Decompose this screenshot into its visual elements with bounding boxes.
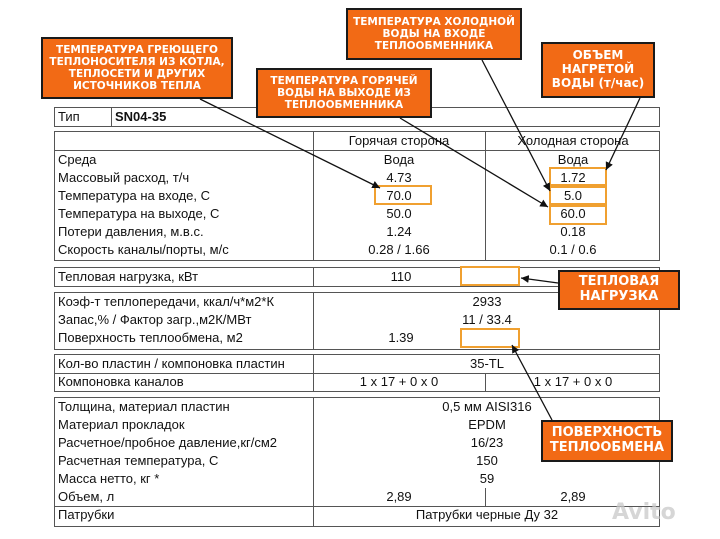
watermark: Avito [612, 500, 676, 525]
row-cold-value: 60.0 [560, 206, 586, 221]
nozzles-label: Патрубки [58, 507, 115, 522]
row-cold-value: 1.72 [560, 170, 586, 185]
load-label: Тепловая нагрузка, кВт [58, 269, 199, 284]
row-value: 150 [476, 453, 498, 468]
surface-value: 1.39 [388, 330, 414, 345]
row-label: Расчетная температура, С [58, 453, 219, 468]
highlight-load [460, 266, 520, 286]
row-cold-value: 0.1 / 0.6 [549, 242, 597, 257]
hot-side-header: Горячая сторона [348, 133, 450, 148]
row-label: Температура на входе, С [58, 188, 211, 203]
channels-cold: 1 x 17 + 0 x 0 [533, 374, 613, 389]
callout-heating-temp: ТЕМПЕРАТУРА ГРЕЮЩЕГО ТЕПЛОНОСИТЕЛЯ ИЗ КО… [41, 37, 233, 99]
volume-label: Объем, л [58, 489, 115, 504]
plates-label: Кол-во пластин / компоновка пластин [58, 356, 285, 371]
type-label: Тип [58, 109, 80, 124]
row-label: Массовый расход, т/ч [58, 170, 190, 185]
row-hot-value: Вода [383, 152, 415, 167]
channels-label: Компоновка каналов [58, 374, 184, 389]
volume-hot: 2,89 [386, 489, 412, 504]
row-label: Среда [58, 152, 97, 167]
row-value: 16/23 [470, 435, 504, 450]
row-label: Температура на выходе, С [58, 206, 220, 221]
row-hot-value: 0.28 / 1.66 [368, 242, 430, 257]
row-value: 2933 [472, 294, 502, 309]
row-value: 59 [479, 471, 495, 486]
callout-volume: ОБЪЕМ НАГРЕТОЙ ВОДЫ (т/час) [541, 42, 655, 98]
load-value: 110 [390, 269, 412, 284]
row-label: Толщина, материал пластин [58, 399, 230, 414]
plates-table: Кол-во пластин / компоновка пластин 35-TL… [54, 354, 660, 392]
row-label: Коэф-т теплопередачи, ккал/ч*м2*К [58, 294, 275, 309]
nozzles-value: Патрубки черные Ду 32 [415, 507, 559, 522]
load-table: Тепловая нагрузка, кВт 110 [54, 267, 660, 287]
highlight-surface [460, 328, 520, 348]
row-hot-value: 1.24 [386, 224, 412, 239]
highlight-cold-outlet [549, 205, 607, 225]
callout-cold-in-temp: ТЕМПЕРАТУРА ХОЛОДНОЙ ВОДЫ НА ВХОДЕ ТЕПЛО… [346, 8, 522, 60]
row-cold-value: Вода [557, 152, 589, 167]
row-cold-value: 5.0 [563, 188, 583, 203]
callout-hot-out-temp: ТЕМПЕРАТУРА ГОРЯЧЕЙ ВОДЫ НА ВЫХОДЕ ИЗ ТЕ… [256, 68, 432, 118]
row-label: Запас,% / Фактор загр.,м2К/МВт [58, 312, 252, 327]
type-value: SN04-35 [115, 109, 167, 124]
highlight-cold-flow [549, 167, 607, 186]
cold-side-header: Холодная сторона [517, 133, 629, 148]
plates-value: 35-TL [470, 356, 504, 371]
callout-surface: ПОВЕРХНОСТЬ ТЕПЛООБМЕНА [541, 420, 673, 462]
volume-cold: 2,89 [560, 489, 586, 504]
row-hot-value: 50.0 [386, 206, 412, 221]
row-label: Материал прокладок [58, 417, 185, 432]
row-label: Расчетное/пробное давление,кг/см2 [58, 435, 278, 450]
highlight-cold-inlet [549, 186, 607, 205]
row-label: Потери давления, м.в.с. [58, 224, 204, 239]
row-label: Скорость каналы/порты, м/с [58, 242, 229, 257]
row-value: 0,5 мм AISI316 [442, 399, 532, 414]
highlight-hot-inlet [374, 185, 432, 205]
row-value: EPDM [468, 417, 506, 432]
transfer-table: Коэф-т теплопередачи, ккал/ч*м2*К 2933 За… [54, 292, 660, 350]
channels-hot: 1 x 17 + 0 x 0 [359, 374, 439, 389]
row-label: Масса нетто, кг * [58, 471, 160, 486]
row-value: 11 / 33.4 [462, 312, 512, 327]
row-label: Поверхность теплообмена, м2 [58, 330, 243, 345]
callout-load: ТЕПЛОВАЯ НАГРУЗКА [558, 270, 680, 310]
row-cold-value: 0.18 [560, 224, 586, 239]
